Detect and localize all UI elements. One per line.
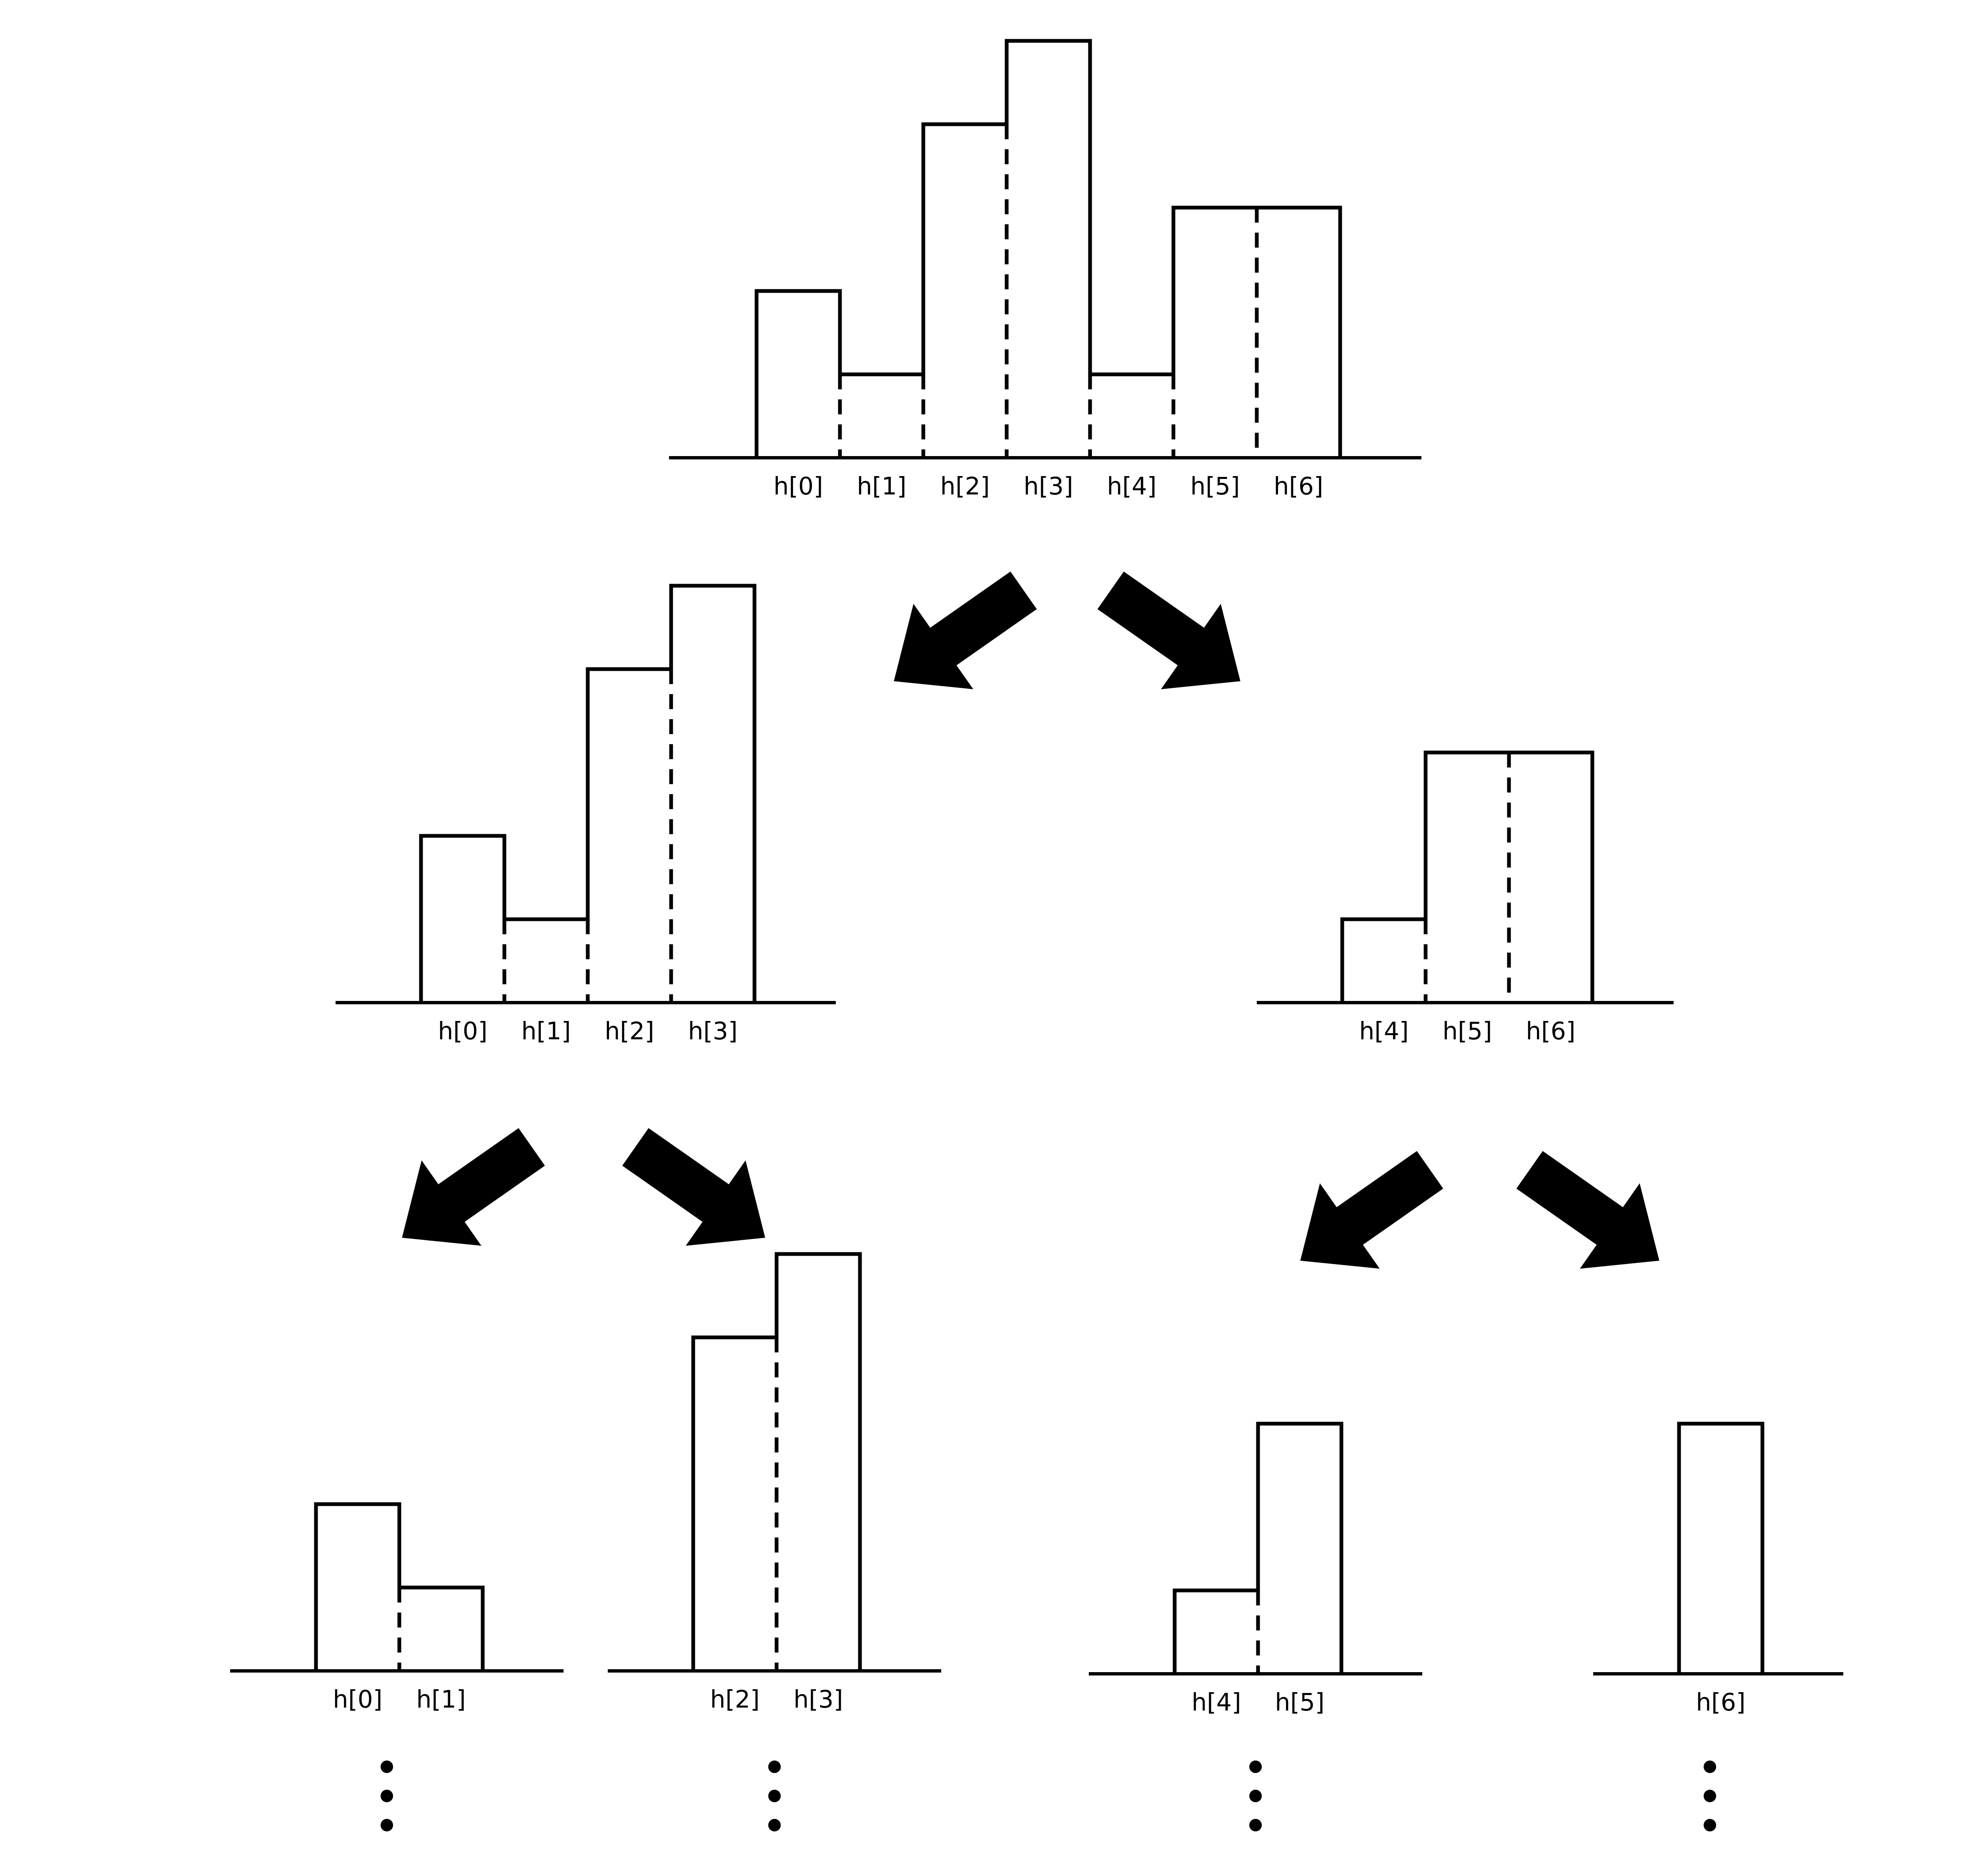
bar-label: h[6] <box>1274 472 1323 500</box>
bar-h5 <box>1426 752 1509 1003</box>
bar-h4 <box>1342 919 1426 1003</box>
bar-outline <box>314 1502 485 1671</box>
arrow-root-to-right-icon <box>1097 571 1241 690</box>
bar-h0 <box>316 1504 399 1671</box>
histogram-right-left: h[4] h[5] <box>1089 1422 1422 1716</box>
histogram-left-left: h[0] h[1] <box>230 1502 564 1713</box>
ellipsis-right-right <box>1704 1761 1716 1831</box>
bar-label: h[2] <box>710 1685 760 1713</box>
bar-outline <box>1173 1422 1343 1674</box>
dot <box>1249 1790 1262 1802</box>
bar-label: h[5] <box>1191 472 1240 500</box>
bar-label: h[5] <box>1443 1017 1492 1045</box>
bar-label: h[3] <box>794 1685 843 1713</box>
bar-label: h[6] <box>1526 1017 1576 1045</box>
bar-h6 <box>1679 1424 1762 1674</box>
bar-h3 <box>1007 41 1090 458</box>
bar-h0 <box>421 836 504 1003</box>
histogram-root: h[0] h[1] h[2] h[3] h[4] h[5] h[6] <box>669 39 1421 500</box>
histogram-left: h[0] h[1] h[2] h[3] <box>336 584 836 1045</box>
bar-label: h[3] <box>688 1017 738 1045</box>
bar-h2 <box>588 669 671 1003</box>
bar-h3 <box>671 586 754 1003</box>
bar-label: h[1] <box>857 472 907 500</box>
histogram-left-right: h[2] h[3] <box>608 1252 941 1713</box>
bar-label: h[1] <box>416 1685 466 1713</box>
bar-label: h[4] <box>1192 1688 1241 1716</box>
dot <box>1704 1790 1716 1802</box>
dot <box>768 1761 781 1773</box>
dot <box>1704 1761 1716 1773</box>
bar-h1 <box>840 374 923 458</box>
bar-outline <box>419 584 757 1003</box>
dot <box>1249 1819 1262 1831</box>
bar-label: h[1] <box>521 1017 571 1045</box>
dot <box>381 1790 393 1802</box>
dot <box>1704 1819 1716 1831</box>
bar-h2 <box>923 124 1007 458</box>
bar-label: h[0] <box>438 1017 488 1045</box>
bar-label: h[3] <box>1024 472 1073 500</box>
bar-label: h[2] <box>605 1017 654 1045</box>
ellipsis-right-left <box>1249 1761 1262 1831</box>
dot <box>1249 1761 1262 1773</box>
bar-h2 <box>693 1337 777 1671</box>
bar-h1 <box>504 919 588 1003</box>
bar-outline <box>1340 750 1594 1003</box>
bar-label: h[6] <box>1696 1688 1746 1716</box>
ellipsis-left-right <box>768 1761 781 1831</box>
bar-outline <box>691 1252 862 1671</box>
bar-h6 <box>1509 752 1592 1003</box>
bar-h0 <box>757 291 840 458</box>
bar-label: h[4] <box>1107 472 1157 500</box>
bar-h5 <box>1258 1424 1341 1674</box>
bar-h3 <box>777 1254 860 1671</box>
dot <box>768 1819 781 1831</box>
histogram-right-right: h[6] <box>1593 1422 1843 1716</box>
bar-h4 <box>1175 1590 1258 1674</box>
bar-h1 <box>399 1588 483 1671</box>
bar-h5 <box>1173 208 1257 458</box>
arrow-right-to-right-right-icon <box>1516 1151 1659 1269</box>
bar-h4 <box>1090 374 1173 458</box>
bar-label: h[0] <box>774 472 823 500</box>
dot <box>768 1790 781 1802</box>
bar-label: h[4] <box>1359 1017 1409 1045</box>
arrow-left-to-left-left-icon <box>402 1128 545 1246</box>
histogram-right: h[4] h[5] h[6] <box>1257 750 1674 1045</box>
ellipsis-left-left <box>381 1761 393 1831</box>
bar-label: h[0] <box>333 1685 383 1713</box>
bar-h6 <box>1257 208 1340 458</box>
bar-label: h[2] <box>940 472 990 500</box>
arrow-left-to-left-right-icon <box>622 1128 765 1246</box>
arrow-right-to-right-left-icon <box>1300 1151 1444 1269</box>
bar-label: h[5] <box>1275 1688 1325 1716</box>
dot <box>381 1761 393 1773</box>
dot <box>381 1819 393 1831</box>
arrow-root-to-left-icon <box>894 571 1037 690</box>
bar-outline <box>754 39 1342 458</box>
bar-outline <box>1677 1422 1764 1674</box>
